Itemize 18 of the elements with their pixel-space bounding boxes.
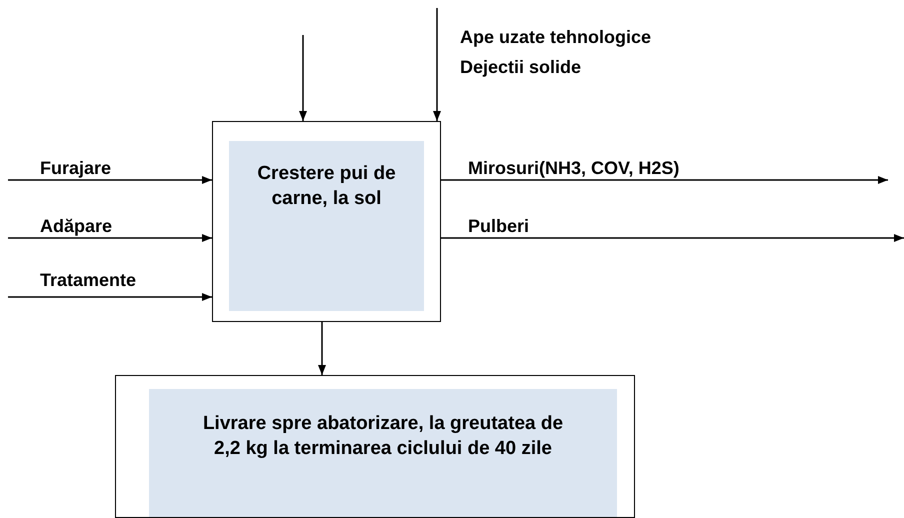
arrow: [441, 234, 904, 242]
edge-label: Pulberi: [468, 215, 530, 238]
edge-label: Furajare: [40, 157, 112, 180]
arrow: [299, 35, 307, 121]
arrow: [318, 322, 326, 375]
arrow: [433, 8, 441, 121]
edge-label: Mirosuri(NH3, COV, H2S): [468, 157, 680, 180]
arrow: [8, 234, 212, 242]
arrow: [441, 176, 888, 184]
process-box: [212, 121, 441, 322]
edge-label: Ape uzate tehnologice Dejectii solide: [460, 26, 652, 79]
arrow: [8, 176, 212, 184]
arrow: [8, 293, 212, 301]
process-label: Crestere pui de carne, la sol: [256, 162, 397, 211]
process-box: [115, 375, 635, 518]
process-label: Livrare spre abatorizare, la greutatea de 2,2 kg la terminarea ciclului de 40 zile: [202, 412, 564, 461]
edge-label: Adăpare: [40, 215, 112, 238]
edge-label: Tratamente: [40, 269, 136, 292]
